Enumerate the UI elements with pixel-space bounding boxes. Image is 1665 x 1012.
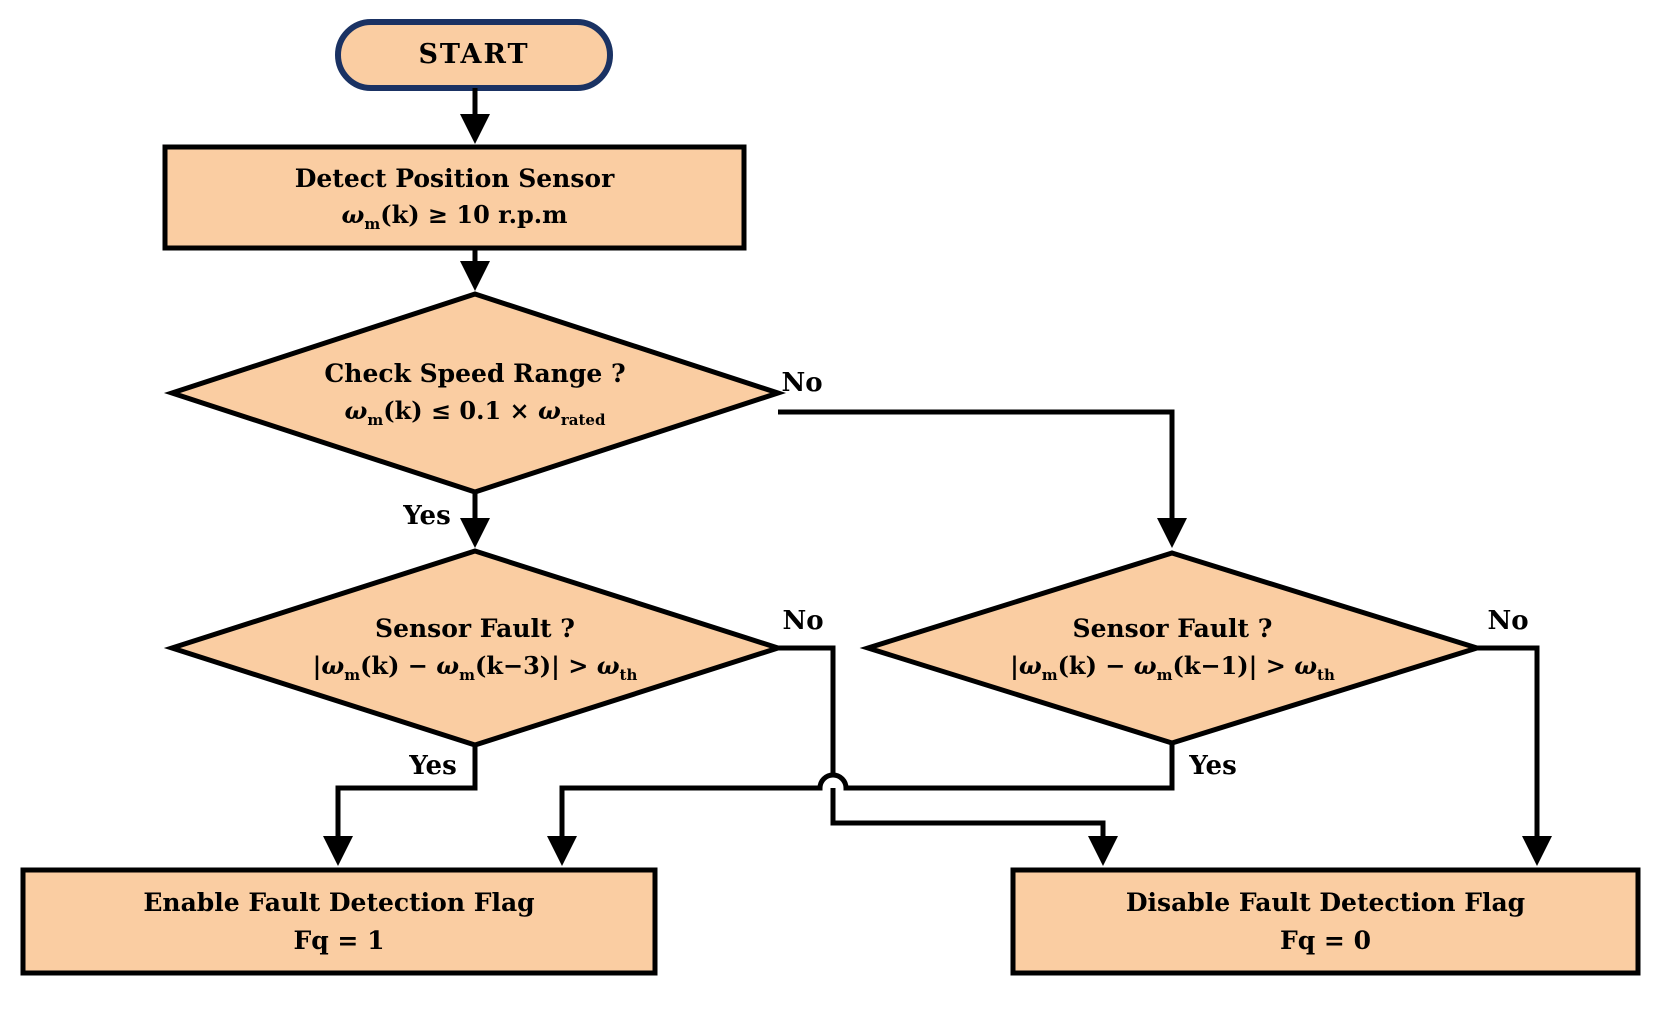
- edge-check-no-to-fault-right: [778, 409, 1187, 548]
- node-disable-shape: [1010, 867, 1641, 976]
- node-check-speed-shape: [163, 291, 787, 495]
- edge-label-check-yes: Yes: [403, 501, 451, 531]
- node-detect-shape: [162, 144, 747, 251]
- edge-fault-right-yes-to-enable: [547, 743, 1175, 866]
- node-enable-shape: [20, 867, 658, 976]
- edge-label-check-no: No: [781, 368, 823, 398]
- edge-label-fault-right-yes: Yes: [1189, 751, 1237, 781]
- edge-fault-left-yes-to-enable: [323, 745, 478, 866]
- edge-label-fault-left-no: No: [782, 606, 824, 636]
- edge-label-fault-right-no: No: [1487, 606, 1529, 636]
- node-fault-left-shape: [163, 548, 787, 748]
- node-fault-right-shape: [859, 550, 1486, 746]
- edge-label-fault-left-yes: Yes: [409, 751, 457, 781]
- node-start-shape: [335, 19, 613, 91]
- edge-fault-left-no-to-disable: [778, 645, 1118, 866]
- edge-fault-right-no-to-disable: [1477, 645, 1552, 866]
